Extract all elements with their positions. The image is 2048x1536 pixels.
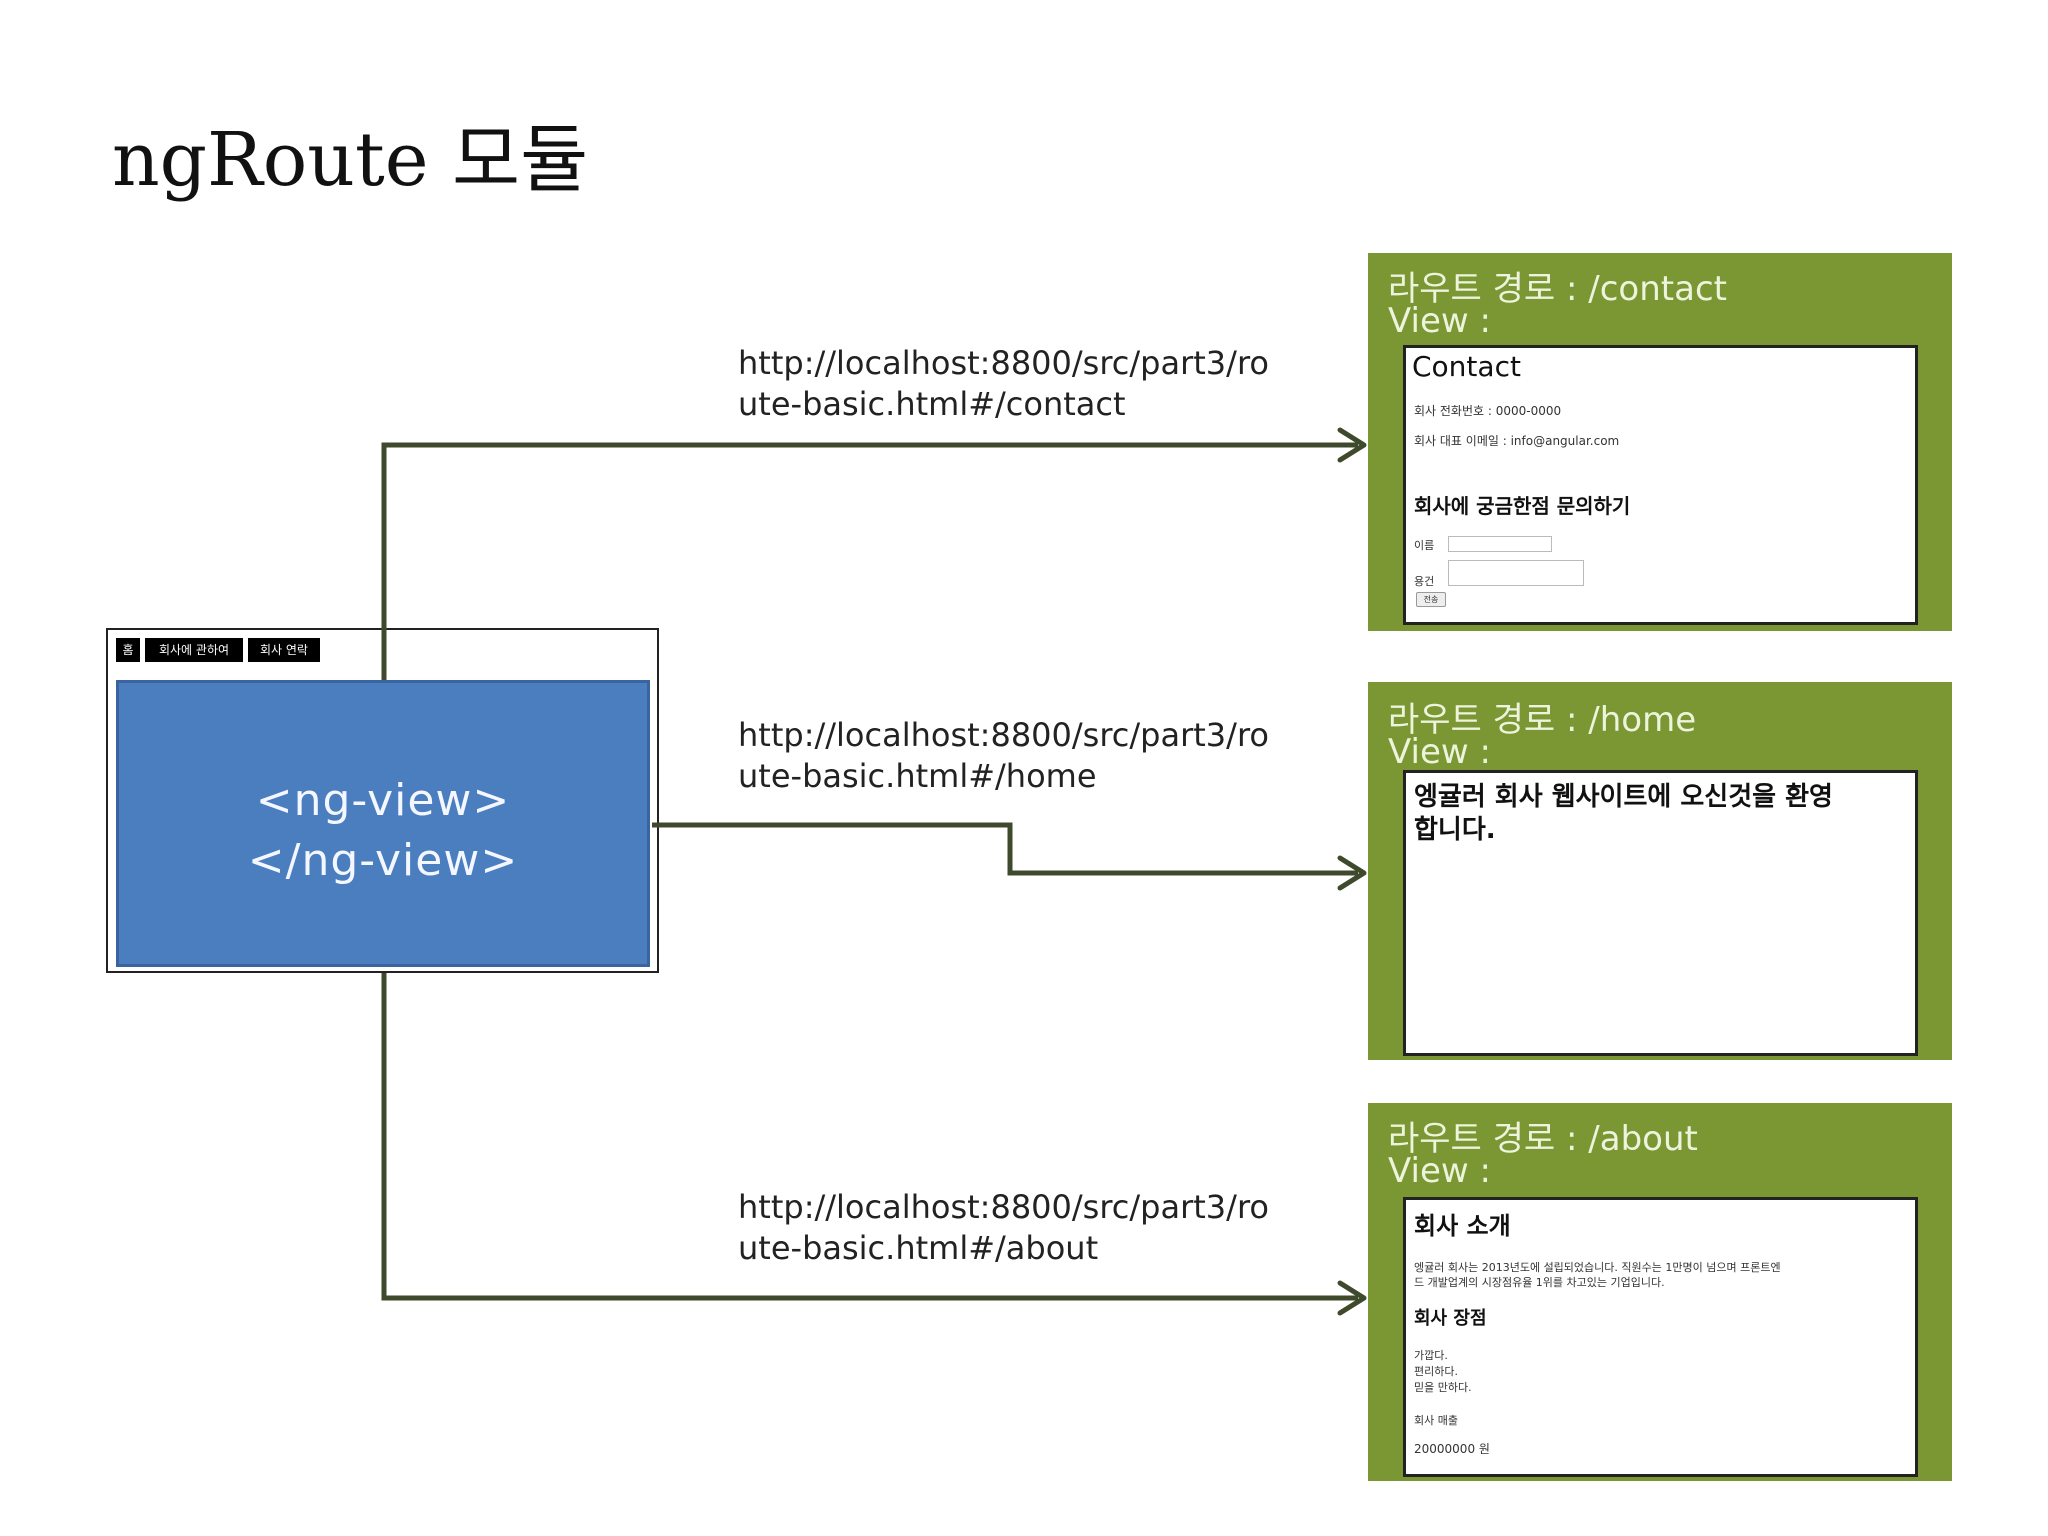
arrow-contact: [381, 442, 1358, 680]
ng-view-close-tag: </ng-view>: [247, 835, 519, 886]
home-welcome-line1: 엥귤러 회사 웹사이트에 오신것을 환영: [1414, 782, 1833, 812]
panel-home: 라우트 경로 : /home View : 엥귤러 회사 웹사이트에 오신것을 …: [1368, 682, 1952, 1060]
panel-about-view: 회사 소개 엥귤러 회사는 2013년도에 설립되었습니다. 직원수는 1만명이…: [1403, 1197, 1918, 1477]
home-welcome: 엥귤러 회사 웹사이트에 오신것을 환영 합니다.: [1414, 781, 1833, 847]
panel-home-view: 엥귤러 회사 웹사이트에 오신것을 환영 합니다.: [1403, 770, 1918, 1056]
contact-inquiry-title: 회사에 궁금한점 문의하기: [1414, 494, 1631, 518]
about-sales-label: 회사 매출: [1414, 1414, 1458, 1427]
url-contact-line2: ute-basic.html#/contact: [738, 385, 1126, 423]
arrowhead-home: [1337, 855, 1367, 891]
url-about: http://localhost:8800/src/part3/ro ute-b…: [738, 1187, 1298, 1269]
panel-about-view-label: View :: [1388, 1151, 1491, 1191]
url-home-line1: http://localhost:8800/src/part3/ro: [738, 716, 1269, 754]
ng-view-box: <ng-view> </ng-view>: [116, 680, 650, 967]
about-strength-item: 믿을 만하다.: [1414, 1381, 1472, 1394]
nav-tab-contact[interactable]: 회사 연락: [248, 638, 320, 662]
panel-about: 라우트 경로 : /about View : 회사 소개 엥귤러 회사는 201…: [1368, 1103, 1952, 1481]
contact-email: 회사 대표 이메일 : info@angular.com: [1414, 434, 1620, 448]
url-about-line1: http://localhost:8800/src/part3/ro: [738, 1188, 1269, 1226]
nav-tab-about[interactable]: 회사에 관하여: [145, 638, 243, 662]
about-intro: 엥귤러 회사는 2013년도에 설립되었습니다. 직원수는 1만명이 넘으며 프…: [1414, 1260, 1781, 1290]
panel-contact-route: 라우트 경로 : /contact: [1388, 269, 1727, 309]
about-intro-line1: 엥귤러 회사는 2013년도에 설립되었습니다. 직원수는 1만명이 넘으며 프…: [1414, 1261, 1781, 1274]
contact-subject-label: 용건: [1414, 575, 1435, 588]
contact-name-label: 이름: [1414, 539, 1435, 552]
url-about-line2: ute-basic.html#/about: [738, 1229, 1099, 1267]
panel-about-route: 라우트 경로 : /about: [1388, 1119, 1698, 1159]
about-strengths-title: 회사 장점: [1414, 1308, 1487, 1329]
about-intro-line2: 드 개발업계의 시장점유율 1위를 차고있는 기업입니다.: [1414, 1276, 1665, 1289]
panel-home-route: 라우트 경로 : /home: [1388, 700, 1697, 740]
arrowhead-about: [1337, 1280, 1367, 1316]
nav-tab-home[interactable]: 홈: [116, 638, 140, 662]
contact-submit-button[interactable]: 전송: [1416, 592, 1446, 607]
about-strength-item: 가깝다.: [1414, 1349, 1448, 1362]
contact-name-input[interactable]: [1448, 536, 1552, 552]
arrow-home: [652, 822, 1358, 876]
about-strengths-list: 가깝다. 편리하다. 믿을 만하다.: [1414, 1348, 1472, 1396]
page-title: ngRoute 모듈: [112, 117, 589, 203]
arrowhead-contact: [1337, 427, 1367, 463]
contact-heading: Contact: [1412, 350, 1521, 383]
arrow-about: [381, 973, 1358, 1301]
panel-contact-view: Contact 회사 전화번호 : 0000-0000 회사 대표 이메일 : …: [1403, 345, 1918, 625]
home-welcome-line2: 합니다.: [1414, 815, 1496, 845]
about-sales-value: 20000000 원: [1414, 1442, 1490, 1456]
panel-home-view-label: View :: [1388, 732, 1491, 772]
url-home: http://localhost:8800/src/part3/ro ute-b…: [738, 715, 1298, 797]
about-heading: 회사 소개: [1414, 1212, 1511, 1240]
url-home-line2: ute-basic.html#/home: [738, 757, 1097, 795]
ng-view-open-tag: <ng-view>: [255, 775, 511, 826]
url-contact: http://localhost:8800/src/part3/ro ute-b…: [738, 343, 1298, 425]
contact-subject-textarea[interactable]: [1448, 560, 1584, 586]
about-strength-item: 편리하다.: [1414, 1365, 1458, 1378]
url-contact-line1: http://localhost:8800/src/part3/ro: [738, 344, 1269, 382]
contact-phone: 회사 전화번호 : 0000-0000: [1414, 404, 1562, 418]
panel-contact-view-label: View :: [1388, 301, 1491, 341]
panel-contact: 라우트 경로 : /contact View : Contact 회사 전화번호…: [1368, 253, 1952, 631]
